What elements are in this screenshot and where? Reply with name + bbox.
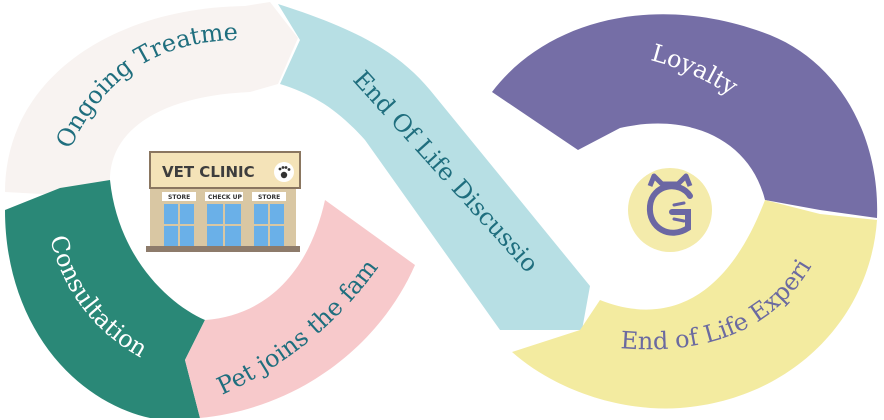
cat-g-logo-icon bbox=[628, 168, 712, 252]
segment-end-of-life-discussions bbox=[278, 4, 590, 330]
segment-end-of-life-experience bbox=[512, 200, 877, 409]
segment-ongoing-treatment bbox=[5, 2, 298, 195]
segment-pet-joins-family bbox=[185, 200, 415, 418]
door-label: CHECK UP bbox=[208, 194, 243, 201]
door-store-left: STORE bbox=[162, 192, 196, 246]
door-label: STORE bbox=[258, 194, 280, 201]
segment-consultations bbox=[5, 180, 205, 418]
vet-clinic-building-icon: VET CLINIC STORE CHECK UP STORE bbox=[146, 151, 301, 252]
segment-loyalty bbox=[492, 14, 878, 218]
paw-icon bbox=[274, 162, 294, 182]
door-store-right: STORE bbox=[252, 192, 286, 246]
clinic-sign: VET CLINIC bbox=[162, 163, 255, 181]
door-check-up: CHECK UP bbox=[205, 192, 243, 246]
door-label: STORE bbox=[168, 194, 190, 201]
